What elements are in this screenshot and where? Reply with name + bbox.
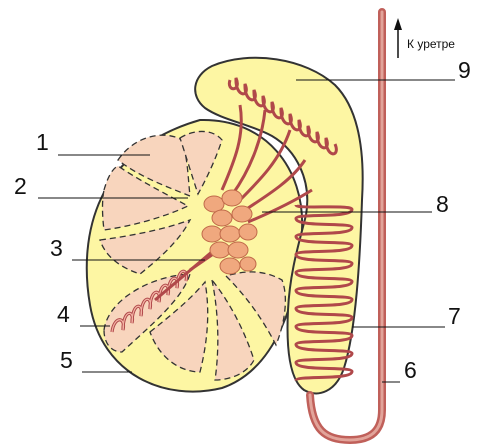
label-7: 7 [448, 303, 461, 329]
label-4: 4 [57, 301, 70, 327]
rete-cell [228, 242, 248, 258]
urethra-caption: К уретре [407, 37, 455, 51]
label-3: 3 [50, 235, 63, 261]
label-8: 8 [436, 191, 449, 217]
label-2: 2 [14, 173, 27, 199]
label-1: 1 [36, 129, 49, 155]
arrow-head-icon [394, 18, 402, 30]
label-5: 5 [60, 347, 73, 373]
label-9: 9 [458, 57, 471, 83]
urethra-arrow: К уретре [394, 18, 455, 58]
rete-cell [212, 210, 232, 226]
label-6: 6 [404, 357, 417, 383]
rete-cell [232, 206, 252, 222]
rete-cell [240, 257, 256, 271]
rete-cell [239, 224, 257, 240]
rete-cell [220, 226, 240, 242]
rete-cell [220, 258, 240, 274]
rete-cell [210, 242, 230, 258]
rete-cell [202, 226, 222, 242]
rete-cell [222, 190, 242, 206]
